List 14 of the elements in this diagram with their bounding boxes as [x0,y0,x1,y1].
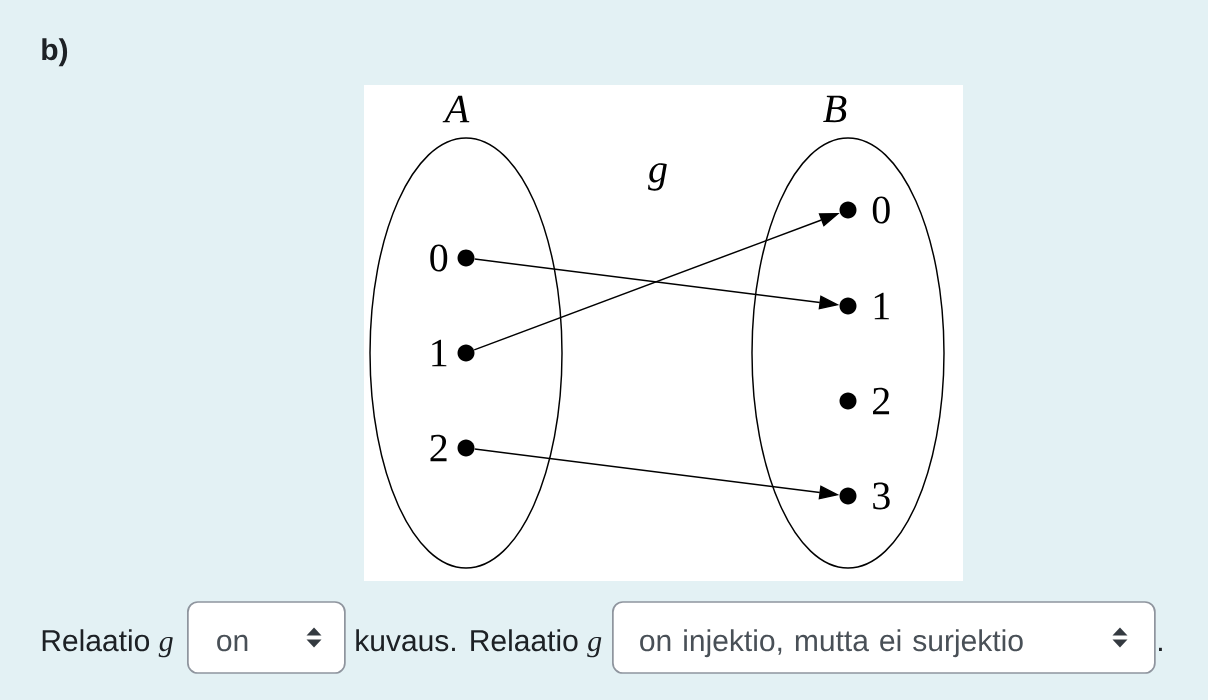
set-label: B [823,95,847,123]
part-label: b) [42,38,68,67]
element-label: 0 [872,196,890,224]
element-label: 1 [874,292,889,320]
sentence-text: kuvaus. Relaatio g [356,629,602,658]
element-label: 2 [873,387,890,415]
relation-label: g [648,163,667,191]
element-label: 2 [430,434,447,462]
element-label: 3 [873,482,890,510]
dropdown: on injektio, mutta ei surjektio [612,601,1156,674]
element-label: 0 [430,244,448,272]
element-label: 1 [432,339,447,367]
dropdown: on [187,601,346,674]
set-label: A [442,95,470,123]
